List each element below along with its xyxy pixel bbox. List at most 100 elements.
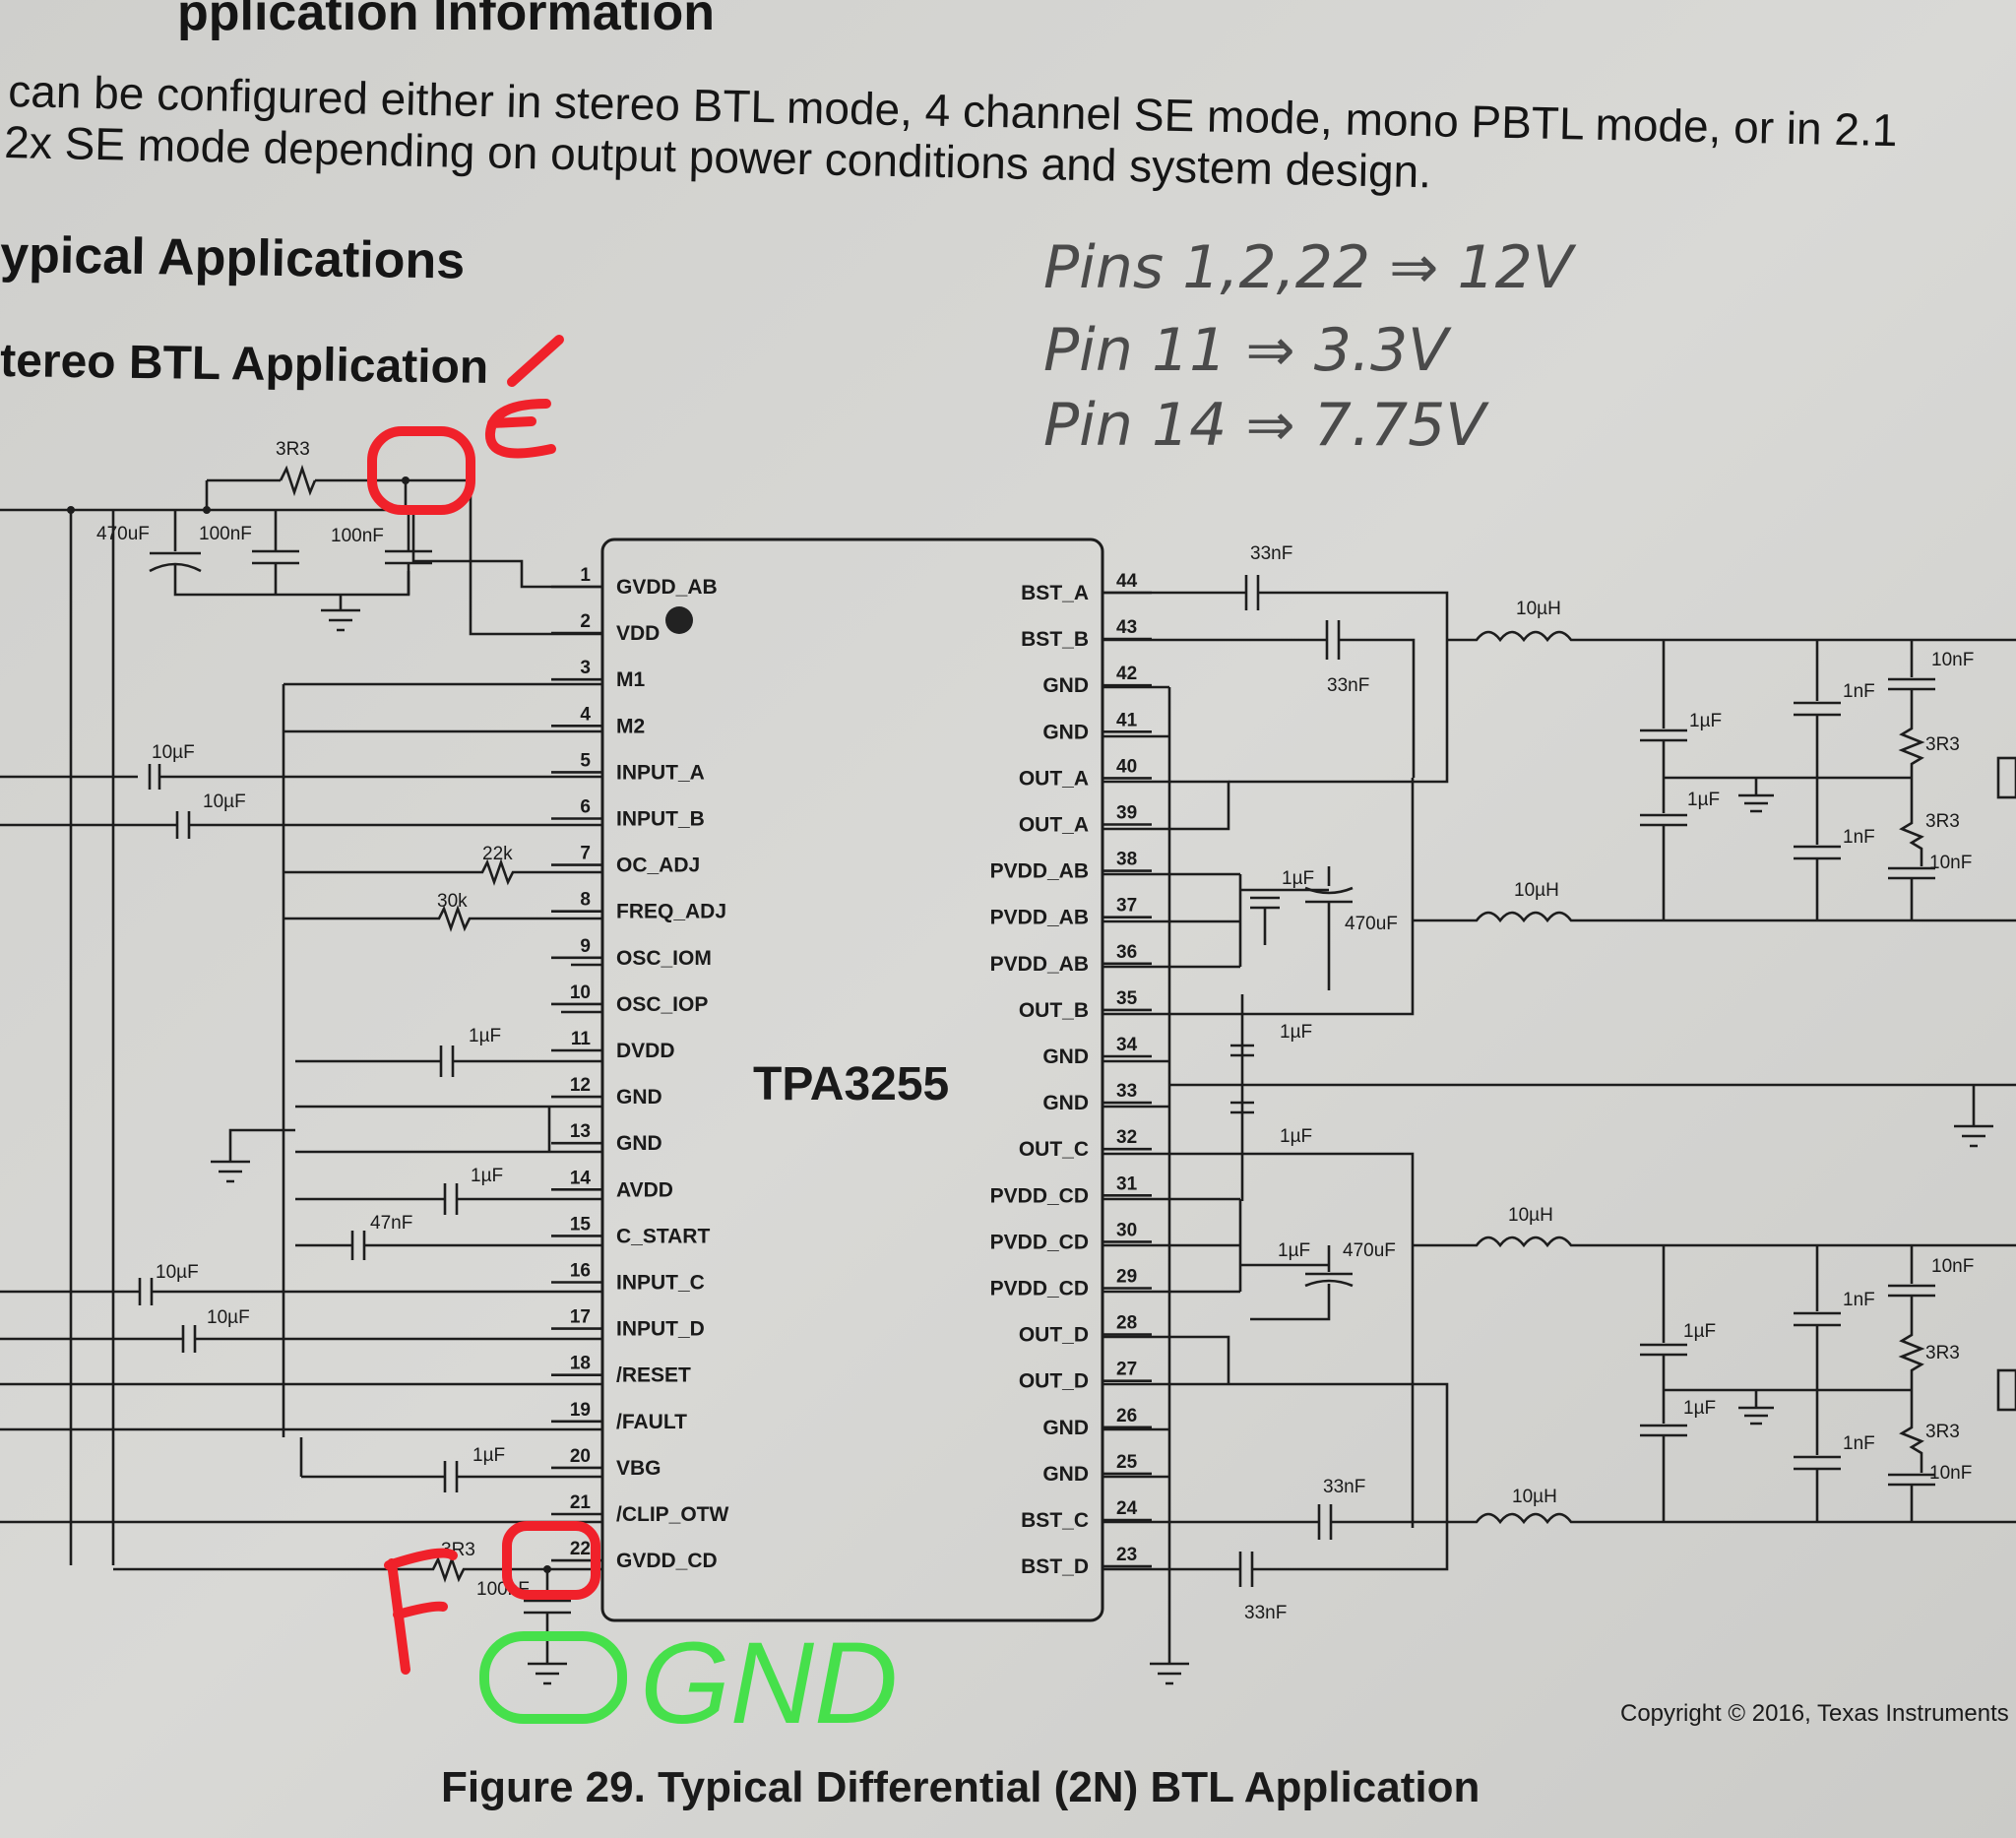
label-3r3-o2: 3R3 [1925, 811, 1960, 832]
left-pin-13-number: 13 [570, 1121, 591, 1142]
left-pin-6-number: 6 [580, 797, 591, 818]
label-470uf-r2: 470uF [1343, 1240, 1396, 1261]
right-pin-24-number: 24 [1116, 1498, 1138, 1519]
speaker-top [1996, 756, 2016, 799]
right-pin-29-number: 29 [1116, 1267, 1137, 1288]
right-pin-36-number: 36 [1116, 942, 1137, 963]
label-3r3-top: 3R3 [276, 439, 310, 460]
left-pin-16-number: 16 [570, 1261, 591, 1282]
input-c-wire [0, 1278, 602, 1305]
left-pin-11-number: 11 [571, 1029, 592, 1049]
right-pin-24-name: BST_C [1021, 1509, 1089, 1532]
right-pin-39-name: OUT_A [1019, 814, 1089, 837]
left-pin-7-number: 7 [580, 844, 591, 864]
out-c-wire [1102, 1152, 1415, 1528]
label-33nf-b: 33nF [1327, 675, 1369, 696]
label-470uf: 470uF [96, 524, 150, 544]
left-pin-10-name: OSC_IOP [616, 993, 708, 1016]
note-line-2: Pin 11 ⇒ 3.3V [1043, 316, 1452, 385]
left-pin-17-number: 17 [570, 1307, 591, 1328]
label-1uf-pvdd3: 1µF [1280, 1126, 1312, 1147]
left-pin-18-name: /RESET [616, 1364, 691, 1387]
label-3r3-o1: 3R3 [1925, 734, 1960, 755]
label-1uf-o3: 1µF [1683, 1321, 1716, 1342]
right-pin-36-name: PVDD_AB [990, 953, 1089, 976]
label-1uf-pvdd1: 1µF [1282, 868, 1314, 889]
label-10uf-3: 10µF [156, 1262, 199, 1283]
left-pin-2-number: 2 [580, 611, 591, 632]
snubber-out-top [1888, 640, 1935, 920]
label-10nf-o4: 10nF [1929, 1463, 1972, 1484]
left-pin-11-name: DVDD [616, 1040, 675, 1062]
label-10uf-2: 10µF [203, 792, 246, 812]
label-10uh-2: 10µH [1514, 880, 1559, 901]
right-pin-37-number: 37 [1116, 896, 1137, 917]
label-10uh-1: 10µH [1516, 599, 1561, 619]
cap-47nf [295, 1231, 602, 1260]
right-pin-34-name: GND [1042, 1046, 1089, 1068]
ground-symbol-left [211, 1128, 295, 1183]
out-b-wire [1102, 778, 1415, 1016]
right-pin-38-number: 38 [1116, 850, 1137, 870]
left-pin-4-number: 4 [580, 704, 591, 725]
right-pin-43-number: 43 [1116, 617, 1137, 638]
inductor-10uh-2 [1413, 911, 2016, 923]
right-pin-41-number: 41 [1116, 710, 1138, 730]
right-pin-33-number: 33 [1116, 1081, 1137, 1102]
red-f-mark [384, 1548, 458, 1675]
bst-a-cap [1102, 575, 1449, 640]
left-pin-1-number: 1 [580, 565, 591, 586]
left-pin-21-name: /CLIP_OTW [616, 1503, 729, 1526]
snubber-out-bottom [1888, 1245, 1935, 1522]
right-pin-group: 44BST_A43BST_B42GND41GND40OUT_A39OUT_A38… [990, 571, 1152, 1578]
right-pin-26-number: 26 [1116, 1406, 1137, 1426]
ground-symbol-out-top [1738, 778, 1774, 813]
vdd-wire [406, 478, 602, 636]
label-10uf-1: 10µF [152, 742, 195, 763]
right-pin-27-number: 27 [1116, 1360, 1137, 1380]
left-pin-15-number: 15 [570, 1214, 592, 1235]
cap-470uf-r1 [1304, 866, 1354, 990]
bst-d-cap [1102, 1522, 1449, 1587]
cap-100nf-a [252, 510, 299, 595]
label-1uf-o1: 1µF [1689, 711, 1722, 731]
chip-name: TPA3255 [753, 1058, 949, 1110]
left-pin-7-name: OC_ADJ [616, 855, 700, 877]
left-pin-22-name: GVDD_CD [616, 1550, 718, 1572]
right-pin-30-number: 30 [1116, 1220, 1137, 1240]
right-pin-27-name: OUT_D [1019, 1370, 1089, 1393]
label-1uf-dvdd: 1µF [469, 1026, 501, 1046]
right-pin-40-number: 40 [1116, 756, 1137, 777]
left-pin-5-name: INPUT_A [616, 761, 705, 784]
right-pin-32-number: 32 [1116, 1127, 1137, 1148]
left-pin-16-name: INPUT_C [616, 1272, 705, 1295]
ground-symbol [321, 595, 360, 632]
caps-1uf-out-top [1640, 640, 1817, 920]
label-1uf-avdd: 1µF [471, 1166, 503, 1186]
resistor-30k [284, 905, 602, 932]
green-circle-gnd [479, 1631, 627, 1724]
cap-1uf-vbg [301, 1461, 602, 1492]
resistor-3r3-bottom [113, 1555, 602, 1583]
right-pin-35-name: OUT_B [1019, 999, 1089, 1022]
input-a-wire [0, 764, 602, 790]
left-pin-17-name: INPUT_D [616, 1318, 705, 1341]
left-pin-14-number: 14 [570, 1168, 592, 1188]
left-pin-22-number: 22 [570, 1539, 591, 1559]
tpa3255-chip-body [600, 538, 1104, 1622]
right-pin-40-name: OUT_A [1019, 767, 1089, 790]
right-pin-29-name: PVDD_CD [990, 1278, 1089, 1300]
right-pin-31-name: PVDD_CD [990, 1184, 1089, 1207]
gnd-25-26 [1102, 1427, 1169, 1479]
label-470uf-r1: 470uF [1345, 914, 1398, 934]
label-10nf-o3: 10nF [1931, 1256, 1974, 1277]
right-pin-35-number: 35 [1116, 988, 1138, 1009]
right-pin-28-name: OUT_D [1019, 1324, 1089, 1347]
right-pin-39-number: 39 [1116, 803, 1137, 824]
left-pin-19-number: 19 [570, 1400, 591, 1421]
label-10nf-o2: 10nF [1929, 853, 1972, 873]
input-b-wire [0, 811, 602, 839]
right-pin-25-number: 25 [1116, 1452, 1138, 1473]
right-pin-42-number: 42 [1116, 664, 1137, 684]
